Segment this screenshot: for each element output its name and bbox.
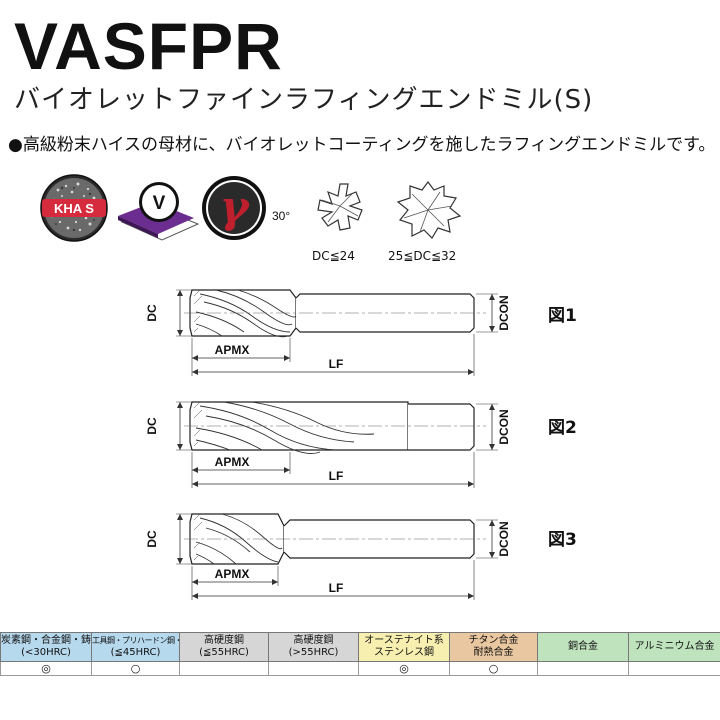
suitability-mark <box>537 661 629 676</box>
feature-badges: KHA S V γ 30° <box>40 174 290 242</box>
dc-label: DC <box>145 417 159 435</box>
suitability-mark <box>268 661 359 676</box>
material-header: 銅合金 <box>537 632 629 662</box>
material-header: 炭素鋼・合金鋼・鋳鉄(<30HRC) <box>0 632 92 662</box>
suitability-mark: ◎ <box>358 661 450 676</box>
lf-label: LF <box>329 581 344 595</box>
suitability-mark <box>179 661 269 676</box>
work-material-table: 炭素鋼・合金鋼・鋳鉄(<30HRC) 工具鋼・プリハードン鋼・調質鋼(≦45HR… <box>0 632 720 676</box>
material-header: アルミニウム合金 <box>628 632 720 662</box>
violet-coating-badge-label: V <box>153 193 166 214</box>
apmx-label: APMX <box>215 455 250 469</box>
tool-drawing-figure-2: DC DCON APMX LF <box>145 401 511 488</box>
material-header: 工具鋼・プリハードン鋼・調質鋼(≦45HRC) <box>91 632 180 662</box>
cross-section-6flute-icon <box>396 181 462 239</box>
material-header: チタン合金耐熱合金 <box>449 632 538 662</box>
dc-label: DC <box>145 530 159 548</box>
material-header: オーステナイト系ステンレス鋼 <box>358 632 450 662</box>
helix-symbol: γ <box>219 182 250 233</box>
cross-section-caption-2: 25≦DC≦32 <box>388 249 457 263</box>
dc-label: DC <box>145 304 159 322</box>
violet-coating-badge-icon <box>118 182 200 241</box>
lf-label: LF <box>329 469 344 483</box>
cross-section-4flute-icon <box>317 183 363 231</box>
figure-label-3: 図3 <box>548 530 577 550</box>
material-header: 高硬度鋼(>55HRC) <box>268 632 359 662</box>
material-header-row: 炭素鋼・合金鋼・鋳鉄(<30HRC) 工具鋼・プリハードン鋼・調質鋼(≦45HR… <box>0 632 720 662</box>
suitability-mark: ○ <box>449 661 538 676</box>
suitability-mark: ◎ <box>0 661 92 676</box>
powder-hss-badge-label: KHA S <box>54 201 94 216</box>
suitability-mark <box>628 661 720 676</box>
suitability-row: ◎ ○ ◎ ○ <box>0 661 720 676</box>
apmx-label: APMX <box>215 343 250 357</box>
tool-drawing-figure-3: DC DCON APMX LF <box>145 513 511 600</box>
suitability-mark: ○ <box>91 661 180 676</box>
product-subtitle: バイオレットファインラフィングエンドミル(S) <box>14 85 594 115</box>
product-description: ●高級粉末ハイスの母材に、バイオレットコーティングを施したラフィングエンドミルで… <box>8 135 716 155</box>
dcon-label: DCON <box>497 409 511 444</box>
tool-drawing-figure-1: DC DCON APMX LF <box>145 289 511 376</box>
apmx-label: APMX <box>215 567 250 581</box>
helix-angle-badge-icon <box>202 176 266 240</box>
figure-label-2: 図2 <box>548 418 577 438</box>
helix-angle-value: 30° <box>272 209 290 223</box>
dcon-label: DCON <box>497 521 511 556</box>
powder-hss-badge-icon <box>40 174 108 242</box>
cross-section-caption-1: DC≦24 <box>312 249 355 263</box>
lf-label: LF <box>329 357 344 371</box>
figure-label-1: 図1 <box>548 306 577 326</box>
product-code: VASFPR <box>14 9 283 83</box>
material-header: 高硬度鋼(≦55HRC) <box>179 632 269 662</box>
dcon-label: DCON <box>497 295 511 330</box>
